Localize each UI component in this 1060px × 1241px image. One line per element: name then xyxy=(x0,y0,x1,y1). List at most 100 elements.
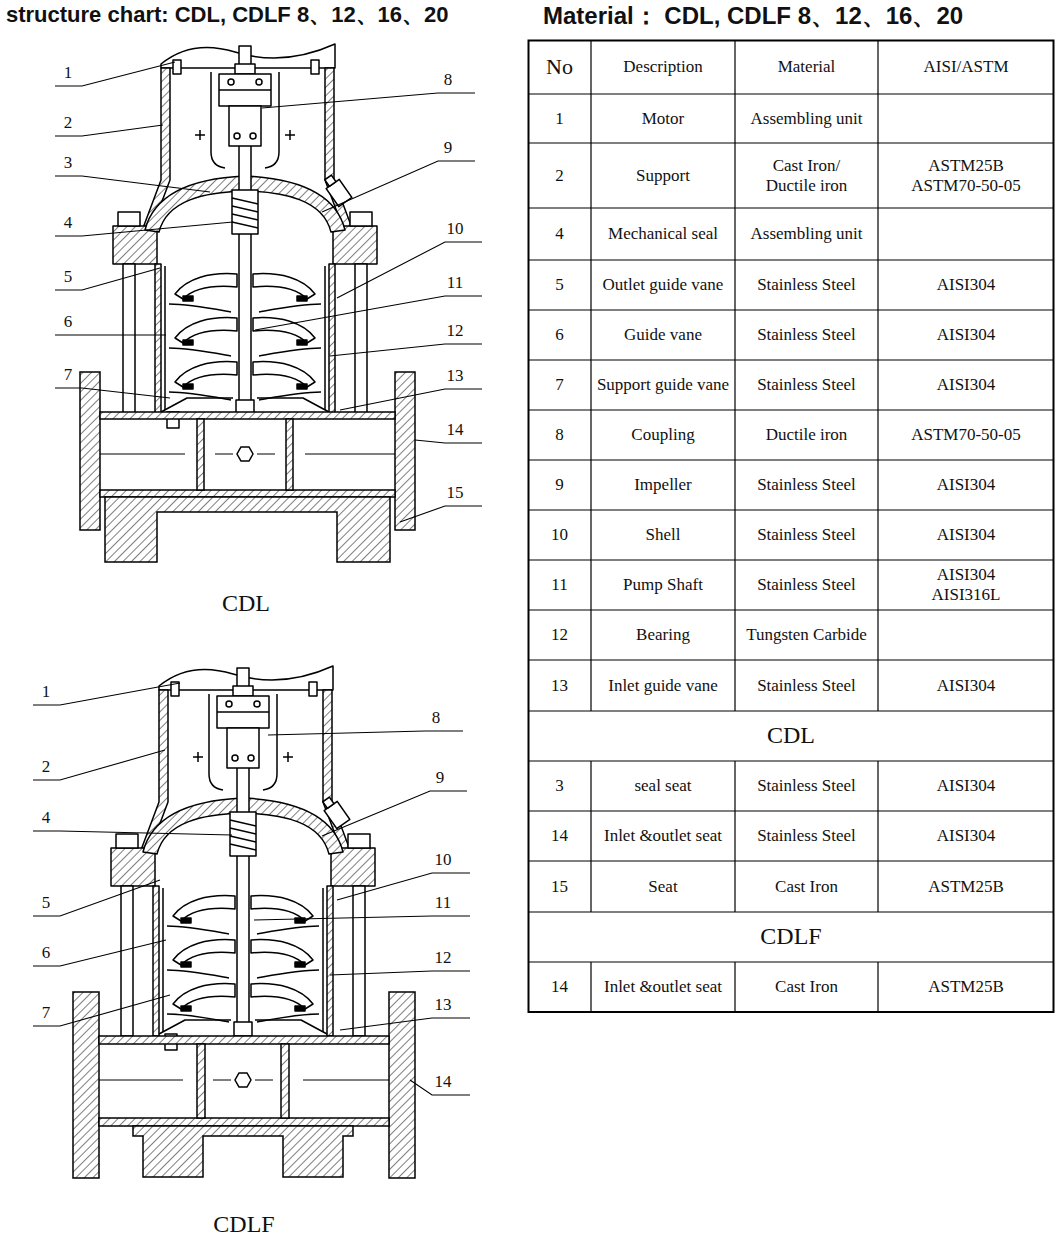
text-slot: Seat xyxy=(648,877,677,897)
drain-plug xyxy=(237,447,253,461)
text-slot: Stainless Steel xyxy=(757,475,856,495)
text-slot: 11 xyxy=(447,273,463,293)
text-slot: 9 xyxy=(444,138,453,158)
text-slot: 5 xyxy=(555,275,564,295)
table-cell: Assembling unit xyxy=(751,109,863,129)
text-slot: 1 xyxy=(64,63,73,83)
callout-number: 5 xyxy=(64,267,73,287)
text-slot: Assembling unit xyxy=(751,109,863,129)
pipe-wall xyxy=(100,412,395,419)
text-slot: Pump Shaft xyxy=(623,575,703,595)
text-slot: Motor xyxy=(642,109,685,129)
callout-number: 11 xyxy=(435,893,451,913)
text-slot: Support xyxy=(636,166,690,186)
table-cell: AISI304 xyxy=(937,275,996,295)
callout-number: 8 xyxy=(432,708,441,728)
callout-number: 14 xyxy=(447,420,464,440)
text-slot: No xyxy=(546,54,573,79)
leader-lines xyxy=(33,62,482,1095)
text-slot: AISI304 xyxy=(937,676,996,696)
text-slot: ASTM25B xyxy=(928,877,1004,897)
table-cell: 8 xyxy=(555,425,564,445)
table-cell: Ductile iron xyxy=(766,425,848,445)
pump-core xyxy=(111,666,375,1050)
text-slot: Stainless Steel xyxy=(757,275,856,295)
table-cell: Bearing xyxy=(636,625,690,645)
text-slot: 4 xyxy=(42,808,51,828)
table-cell: ASTM25B xyxy=(928,977,1004,997)
callout-number: 15 xyxy=(447,483,464,503)
callout-number: 7 xyxy=(42,1003,51,1023)
table-cell: 5 xyxy=(555,275,564,295)
table-row-rule xyxy=(528,94,1054,962)
text-slot: Inlet &outlet seat xyxy=(604,977,722,997)
leader-line xyxy=(322,161,475,212)
table-cell: AISI304 xyxy=(937,776,996,796)
table-cell: 4 xyxy=(555,224,564,244)
text-slot: AISI304 xyxy=(937,826,996,846)
text-slot: 14 xyxy=(551,826,568,846)
text-slot: 8 xyxy=(555,425,564,445)
text-slot: Impeller xyxy=(634,475,692,495)
text-slot: 3 xyxy=(64,153,73,173)
table-cell: Stainless Steel xyxy=(757,826,856,846)
section-heading: Material： CDL, CDLF 8、12、16、20 xyxy=(543,2,963,30)
text-slot: Cast Iron/ Ductile iron xyxy=(751,156,863,195)
text-slot: AISI304 xyxy=(937,375,996,395)
leader-line xyxy=(55,176,210,192)
table-cell: AISI304 AISI316L xyxy=(919,565,1014,604)
table-cell: AISI304 xyxy=(937,375,996,395)
table-cell: Inlet &outlet seat xyxy=(604,826,722,846)
figure-caption: CDLF xyxy=(213,1211,274,1239)
table-cell: Stainless Steel xyxy=(757,575,856,595)
text-slot: Stainless Steel xyxy=(757,826,856,846)
text-slot: 6 xyxy=(42,943,51,963)
text-slot: 14 xyxy=(551,977,568,997)
callout-number: 14 xyxy=(435,1072,452,1092)
text-slot: Inlet guide vane xyxy=(608,676,718,696)
table-cell: Outlet guide vane xyxy=(603,275,724,295)
text-slot: 12 xyxy=(551,625,568,645)
text-slot: CDLF xyxy=(760,923,821,951)
text-slot: 3 xyxy=(555,776,564,796)
text-slot: 9 xyxy=(436,768,445,788)
table-cell: Stainless Steel xyxy=(757,525,856,545)
table-cell: Mechanical seal xyxy=(608,224,718,244)
figure-caption: CDL xyxy=(222,590,270,618)
chart-title: structure chart: CDL, CDLF 8、12、16、20 xyxy=(6,2,449,27)
table-cell: Pump Shaft xyxy=(623,575,703,595)
leader-line xyxy=(55,268,160,290)
text-slot: Ductile iron xyxy=(766,425,848,445)
text-slot: AISI304 xyxy=(937,776,996,796)
text-slot: 6 xyxy=(64,312,73,332)
leader-line xyxy=(33,831,232,835)
callout-number: 5 xyxy=(42,893,51,913)
callout-number: 3 xyxy=(64,153,73,173)
callout-number: 1 xyxy=(42,682,51,702)
table-cell: Support xyxy=(636,166,690,186)
callout-number: 7 xyxy=(64,365,73,385)
table-section: CDLF xyxy=(760,923,821,951)
table-cell: Cast Iron/ Ductile iron xyxy=(751,156,863,195)
text-slot: Stainless Steel xyxy=(757,575,856,595)
callout-number: 9 xyxy=(444,138,453,158)
leader-line xyxy=(262,93,475,108)
table-header: Description xyxy=(623,57,702,77)
text-slot: ASTM70-50-05 xyxy=(911,425,1021,445)
text-slot: AISI304 AISI316L xyxy=(919,565,1014,604)
leader-line xyxy=(33,940,166,966)
leader-line xyxy=(33,880,160,916)
text-slot: Stainless Steel xyxy=(757,676,856,696)
chamber-wall xyxy=(197,1044,205,1118)
table-cell: Shell xyxy=(646,525,681,545)
table-cell: 6 xyxy=(555,325,564,345)
text-slot: Stainless Steel xyxy=(757,525,856,545)
seat xyxy=(105,497,390,562)
text-slot: 4 xyxy=(555,224,564,244)
text-slot: 11 xyxy=(435,893,451,913)
text-slot: CDL xyxy=(767,722,815,750)
table-cell: 1 xyxy=(555,109,564,129)
table-cell: AISI304 xyxy=(937,676,996,696)
chamber-wall xyxy=(281,1044,289,1118)
text-slot: 14 xyxy=(447,420,464,440)
